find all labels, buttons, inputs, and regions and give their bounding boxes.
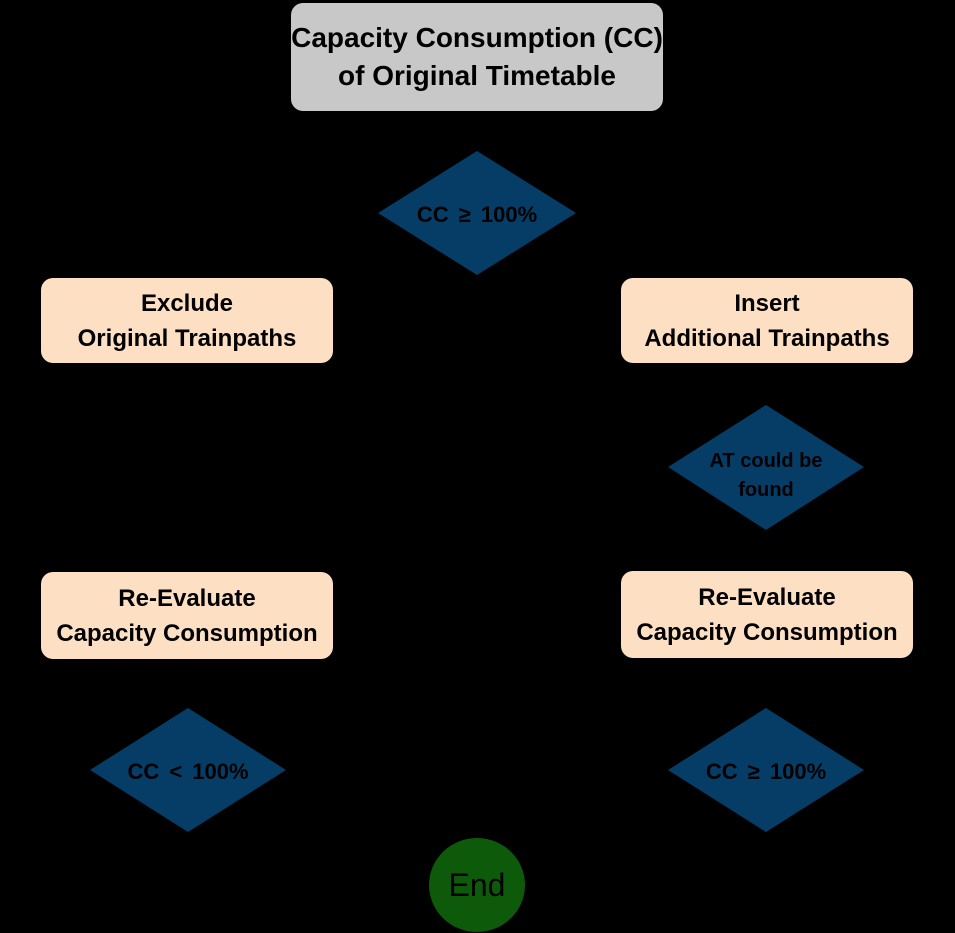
exclude-line1: Exclude <box>140 289 234 317</box>
action-insert-additional-trainpaths: Insert Additional Trainpaths <box>621 278 913 363</box>
decision-diamond-at-found <box>668 405 864 530</box>
insert-line1: Insert <box>734 289 800 317</box>
decision-diamond-left-bottom <box>90 708 286 832</box>
start-node-line1: Capacity Consumption (CC) <box>291 22 663 53</box>
action-exclude-original-trainpaths: Exclude Original Trainpaths <box>41 278 333 363</box>
reeval-right-line1: Re-Evaluate <box>698 583 836 611</box>
decision-at-found-line1: AT could be <box>709 450 823 472</box>
decision-diamond-top <box>378 151 576 275</box>
start-node-capacity-consumption: Capacity Consumption (CC) of Original Ti… <box>291 3 663 111</box>
insert-line2: Additional Trainpaths <box>644 324 890 352</box>
decision-top-label: CC ≥ 100% <box>416 202 538 227</box>
end-node: End <box>429 838 525 932</box>
decision-right-bottom-label: CC ≥ 100% <box>705 759 827 784</box>
end-node-label: End <box>448 866 506 903</box>
exclude-line2: Original Trainpaths <box>77 324 297 352</box>
reeval-right-line2: Capacity Consumption <box>636 618 898 646</box>
decision-at-found-label: AT could be found <box>690 443 842 509</box>
decision-left-bottom-label: CC < 100% <box>127 759 249 784</box>
reeval-left-line2: Capacity Consumption <box>56 619 318 647</box>
decision-diamond-right-bottom <box>668 708 864 832</box>
action-reevaluate-right: Re-Evaluate Capacity Consumption <box>621 571 913 658</box>
reeval-left-line1: Re-Evaluate <box>118 584 256 612</box>
decision-at-found-line2: found <box>738 479 794 501</box>
start-node-line2: of Original Timetable <box>338 60 616 91</box>
action-reevaluate-left: Re-Evaluate Capacity Consumption <box>41 572 333 659</box>
